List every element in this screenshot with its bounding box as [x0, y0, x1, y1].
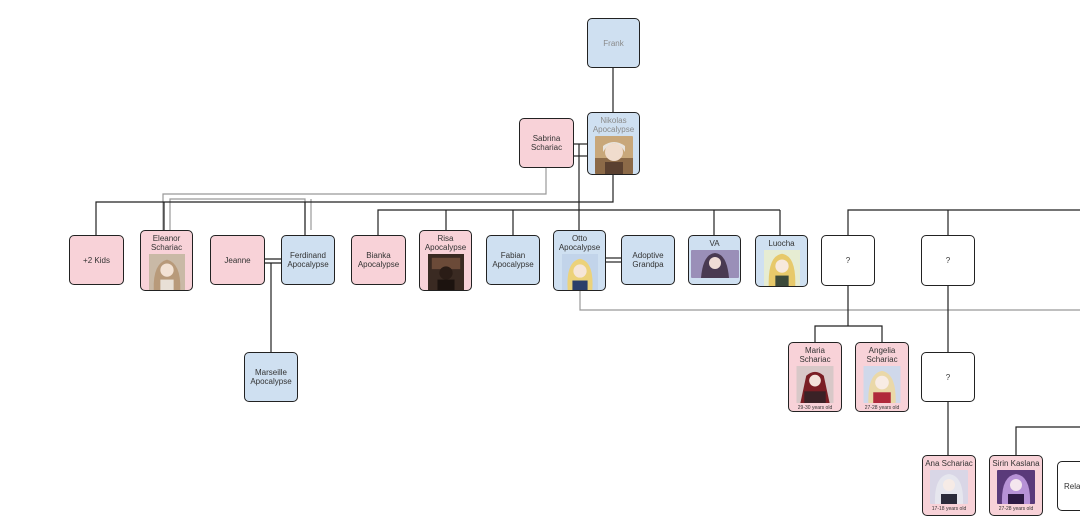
portrait-image — [863, 366, 901, 403]
node-adoptive-grandpa[interactable]: Adoptive Grandpa — [621, 235, 675, 285]
age-label: 27-28 years old — [998, 506, 1034, 512]
node-name: Bianka Apocalypse — [357, 251, 400, 269]
node-eleanor-schariac[interactable]: Eleanor Schariac — [140, 230, 193, 291]
node-name: ? — [945, 372, 951, 382]
node-sirin-kaslana[interactable]: Sirin Kaslana 27-28 years old — [989, 455, 1043, 516]
age-label: 27-28 years old — [864, 405, 900, 411]
portrait-image — [796, 366, 834, 403]
node-name: Angelia Schariac — [866, 346, 898, 364]
age-label: 17-18 years old — [931, 506, 967, 512]
node-bianka-apocalypse[interactable]: Bianka Apocalypse — [351, 235, 406, 285]
node-sabrina-schariac[interactable]: Sabrina Schariac — [519, 118, 574, 168]
node-name: Ana Schariac — [925, 459, 973, 468]
node-name: Fabian Apocalypse — [492, 251, 534, 269]
node-name: Ferdinand Apocalypse — [287, 251, 329, 269]
node-name: Risa Apocalypse — [424, 234, 467, 252]
node-fabian-apocalypse[interactable]: Fabian Apocalypse — [486, 235, 540, 285]
node-jeanne[interactable]: Jeanne — [210, 235, 265, 285]
node-name: VA — [709, 239, 720, 248]
portrait-image — [594, 136, 633, 174]
node-plus-2-kids[interactable]: +2 Kids — [69, 235, 124, 285]
portrait-image — [930, 470, 968, 504]
node-name: +2 Kids — [83, 255, 110, 265]
node-marseille-apocalypse[interactable]: Marseille Apocalypse — [244, 352, 298, 402]
node-otto-apocalypse[interactable]: Otto Apocalypse — [553, 230, 606, 291]
node-name: Otto Apocalypse — [558, 234, 601, 252]
node-name: Maria Schariac — [799, 346, 831, 364]
node-name: Rela — [1064, 481, 1080, 491]
portrait-image — [690, 250, 739, 278]
node-rela[interactable]: Rela — [1057, 461, 1080, 511]
node-unknown-2[interactable]: ? — [921, 235, 975, 286]
node-nikolas-apocalypse[interactable]: Nikolas Apocalypse — [587, 112, 640, 175]
node-maria-schariac[interactable]: Maria Schariac 29-30 years old — [788, 342, 842, 412]
node-name: Marseille Apocalypse — [250, 368, 292, 386]
node-name: ? — [845, 256, 851, 265]
portrait-image — [427, 254, 464, 290]
node-ferdinand-apocalypse[interactable]: Ferdinand Apocalypse — [281, 235, 335, 285]
node-ana-schariac[interactable]: Ana Schariac 17-18 years old — [922, 455, 976, 516]
node-name: Nikolas Apocalypse — [592, 116, 635, 134]
node-va[interactable]: VA — [688, 235, 741, 285]
node-luocha[interactable]: Luocha — [755, 235, 808, 287]
node-name: Sirin Kaslana — [992, 459, 1040, 468]
node-name: Frank — [603, 38, 624, 48]
node-risa-apocalypse[interactable]: Risa Apocalypse — [419, 230, 472, 291]
node-name: Jeanne — [224, 255, 251, 265]
node-name: Adoptive Grandpa — [632, 251, 664, 269]
portrait-image — [997, 470, 1035, 504]
portrait-image — [763, 250, 800, 286]
node-angelia-schariac[interactable]: Angelia Schariac 27-28 years old — [855, 342, 909, 412]
node-name: Sabrina Schariac — [530, 134, 563, 152]
node-unknown-3[interactable]: ? — [921, 352, 975, 402]
node-name: ? — [945, 256, 951, 265]
node-name: Eleanor Schariac — [150, 234, 183, 252]
portrait-image — [148, 254, 185, 290]
node-name: Luocha — [768, 239, 795, 248]
portrait-image — [561, 254, 598, 290]
node-frank[interactable]: Frank — [587, 18, 640, 68]
age-label: 29-30 years old — [797, 405, 833, 411]
node-unknown-1[interactable]: ? — [821, 235, 875, 286]
